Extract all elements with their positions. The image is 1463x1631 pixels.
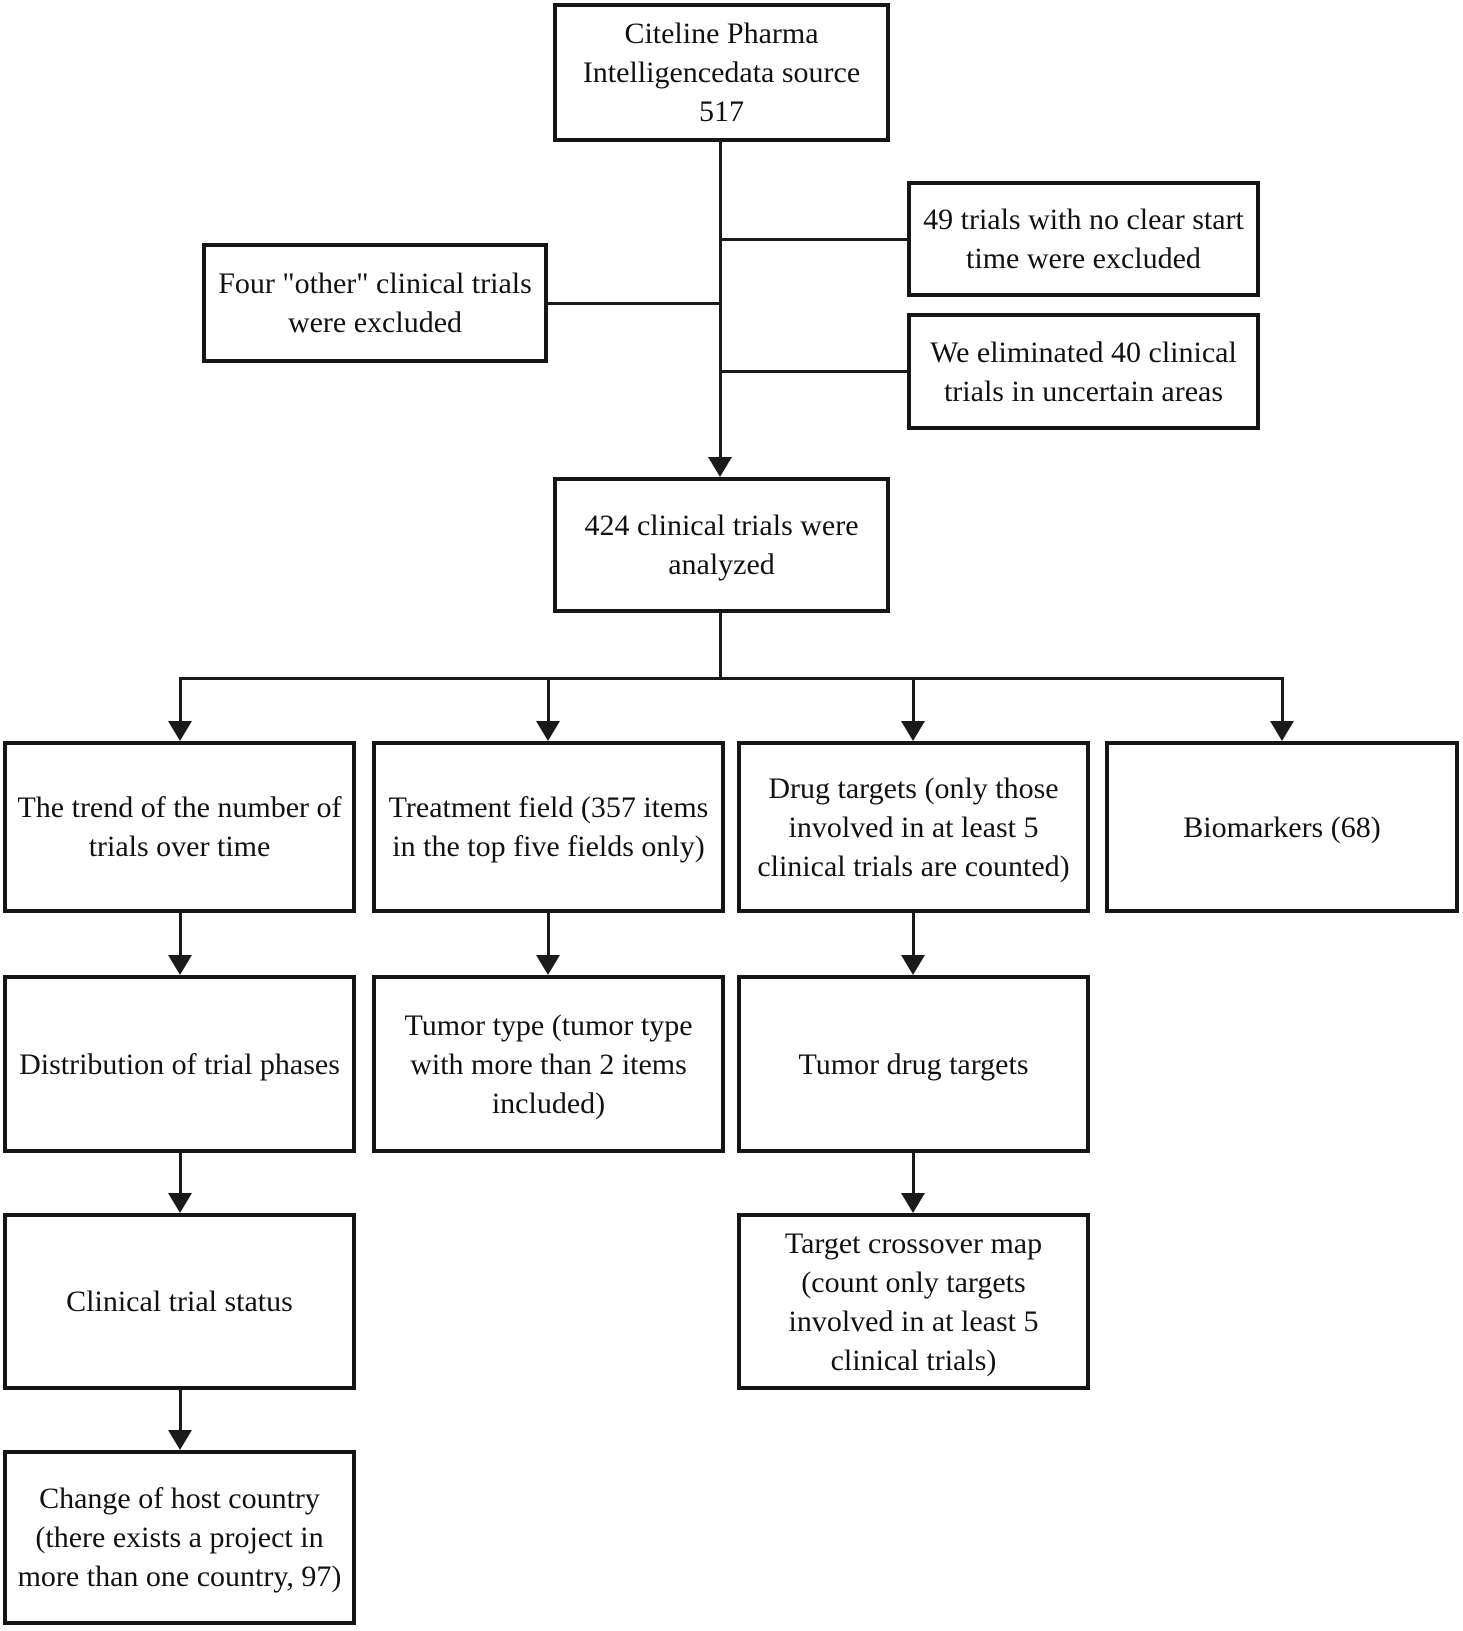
edge-source-analyzed-line <box>719 142 722 458</box>
edge-analyzed-stem-line <box>719 613 722 679</box>
node-source-label: Citeline Pharma Intelligencedata source … <box>582 17 861 128</box>
edge-source-excluded-other-line <box>548 302 721 305</box>
node-excluded-no-start: 49 trials with no clear start time were … <box>907 181 1260 297</box>
edge-analyzed-treatment-arrowhead <box>536 721 560 741</box>
edge-trend-phases-arrowhead <box>168 955 192 975</box>
edge-source-analyzed-arrowhead <box>708 457 732 477</box>
node-biomarkers: Biomarkers (68) <box>1105 741 1459 913</box>
node-excluded-uncertain-label: We eliminated 40 clinical trials in unce… <box>930 335 1237 408</box>
edge-analyzed-biomarkers-line <box>1281 677 1284 722</box>
edge-drug-targets-tumor-drug-targets-arrowhead <box>901 955 925 975</box>
node-trend: The trend of the number of trials over t… <box>3 741 356 913</box>
node-target-crossover-label: Target crossover map (count only targets… <box>784 1226 1043 1377</box>
edge-analyzed-trend-arrowhead <box>168 721 192 741</box>
edge-phases-status-line <box>179 1153 182 1194</box>
node-excluded-no-start-label: 49 trials with no clear start time were … <box>923 203 1244 275</box>
edge-analyzed-treatment-line <box>547 677 550 722</box>
node-biomarkers-label: Biomarkers (68) <box>1183 810 1381 844</box>
edge-tumor-drug-targets-crossover-arrowhead <box>901 1193 925 1213</box>
node-analyzed-label: 424 clinical trials were analyzed <box>584 509 859 581</box>
node-tumor-type: Tumor type (tumor type with more than 2 … <box>372 975 725 1153</box>
node-tumor-type-label: Tumor type (tumor type with more than 2 … <box>404 1008 693 1120</box>
node-source: Citeline Pharma Intelligencedata source … <box>553 3 890 142</box>
node-tumor-drug-targets-label: Tumor drug targets <box>798 1047 1029 1081</box>
edge-trend-phases-line <box>179 913 182 956</box>
node-host-country: Change of host country (there exists a p… <box>3 1450 356 1625</box>
edge-drug-targets-tumor-drug-targets-line <box>912 913 915 956</box>
node-excluded-other-label: Four "other" clinical trials were exclud… <box>218 267 532 339</box>
edge-status-host-country-arrowhead <box>168 1430 192 1450</box>
node-host-country-label: Change of host country (there exists a p… <box>17 1482 342 1593</box>
edge-analyzed-drug-targets-line <box>912 677 915 722</box>
edge-phases-status-arrowhead <box>168 1193 192 1213</box>
edge-status-host-country-line <box>179 1390 182 1431</box>
edge-analyzed-distributor-line <box>179 677 1284 680</box>
node-trial-phases-label: Distribution of trial phases <box>19 1047 340 1081</box>
edge-treatment-tumor-type-arrowhead <box>536 955 560 975</box>
node-drug-targets-label: Drug targets (only those involved in at … <box>757 771 1070 883</box>
node-trial-status-label: Clinical trial status <box>66 1285 293 1318</box>
node-drug-targets: Drug targets (only those involved in at … <box>737 741 1090 913</box>
edge-source-excluded-no-start-line <box>720 238 908 241</box>
node-trial-phases: Distribution of trial phases <box>3 975 356 1153</box>
node-analyzed: 424 clinical trials were analyzed <box>553 477 890 613</box>
node-excluded-uncertain: We eliminated 40 clinical trials in unce… <box>907 313 1260 430</box>
edge-source-excluded-uncertain-line <box>720 370 908 373</box>
edge-analyzed-drug-targets-arrowhead <box>901 721 925 741</box>
node-tumor-drug-targets: Tumor drug targets <box>737 975 1090 1153</box>
edge-tumor-drug-targets-crossover-line <box>912 1153 915 1194</box>
node-treatment-field-label: Treatment field (357 items in the top fi… <box>388 791 709 863</box>
node-excluded-other: Four "other" clinical trials were exclud… <box>202 243 548 363</box>
edge-analyzed-trend-line <box>179 677 182 722</box>
node-treatment-field: Treatment field (357 items in the top fi… <box>372 741 725 913</box>
node-trend-label: The trend of the number of trials over t… <box>17 791 342 863</box>
edge-analyzed-biomarkers-arrowhead <box>1270 721 1294 741</box>
edge-treatment-tumor-type-line <box>547 913 550 956</box>
node-target-crossover: Target crossover map (count only targets… <box>737 1213 1090 1390</box>
node-trial-status: Clinical trial status <box>3 1213 356 1390</box>
